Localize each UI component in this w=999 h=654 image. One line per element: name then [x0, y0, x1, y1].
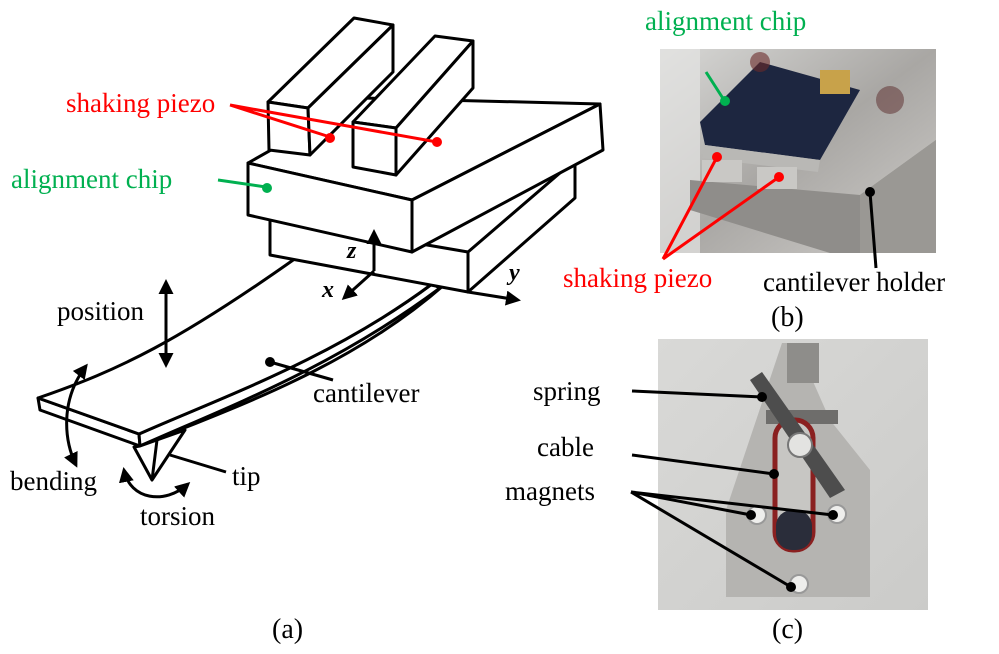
b-label-shaking-piezo: shaking piezo [563, 263, 712, 293]
c-cable-leader [631, 453, 775, 476]
b-alignment-chip-marker [720, 96, 730, 106]
label-position: position [57, 296, 145, 326]
cantilever-leader [269, 360, 334, 382]
c-magnet-3-marker [786, 582, 796, 592]
b-holder-leader [868, 191, 878, 269]
b-piezo-2-marker [774, 172, 784, 182]
c-magnet-1-marker [746, 510, 756, 520]
label-torsion: torsion [140, 501, 216, 531]
b-holder-marker [865, 187, 875, 197]
c-spring-leader [631, 389, 763, 399]
c-spring-marker [757, 392, 767, 402]
torsion-arrow [119, 467, 191, 499]
b-piezo-1-marker [712, 152, 722, 162]
piezo-block-2 [351, 34, 475, 177]
alignment-chip-marker [262, 183, 272, 193]
y-axis-arrow [467, 290, 521, 306]
tip-leader [169, 453, 227, 474]
panel-a-diagram: z x y shaking piezo alignment chip posit… [10, 16, 605, 645]
c-magnet-2-marker [828, 510, 838, 520]
caption-c: (c) [772, 614, 803, 645]
label-bending: bending [10, 466, 97, 496]
b-alignment-chip-leader [704, 71, 726, 101]
caption-a: (a) [272, 614, 303, 645]
b-label-alignment-chip: alignment chip [645, 6, 806, 36]
cantilever-beam [36, 256, 445, 482]
c-label-cable: cable [537, 432, 594, 462]
label-tip: tip [232, 461, 261, 491]
c-label-spring: spring [533, 376, 601, 406]
panel-c-photo: spring cable magnets (c) [505, 339, 928, 645]
x-axis-arrow [341, 269, 376, 301]
label-shaking-piezo: shaking piezo [66, 88, 215, 118]
c-label-magnets: magnets [505, 476, 595, 506]
caption-b: (b) [771, 302, 804, 333]
shaking-piezo-leader [229, 103, 438, 144]
c-magnets-leader [630, 490, 834, 589]
label-cantilever: cantilever [313, 378, 419, 408]
panel-b-photo: alignment chip shaking piezo cantilever … [563, 6, 945, 333]
piezo-2-marker [432, 137, 442, 147]
z-axis-label: z [346, 238, 357, 264]
alignment-chip-leader [217, 178, 267, 189]
x-axis-label: x [321, 277, 334, 303]
y-axis-label: y [506, 260, 520, 286]
cantilever-marker [265, 357, 275, 367]
piezo-1-marker [325, 133, 335, 143]
c-cable-marker [769, 469, 779, 479]
b-shaking-piezo-leader [661, 156, 780, 261]
bending-arrow [64, 363, 88, 468]
label-alignment-chip: alignment chip [11, 164, 172, 194]
b-label-cantilever-holder: cantilever holder [763, 267, 945, 297]
coordinate-axes: z x y [321, 229, 521, 306]
